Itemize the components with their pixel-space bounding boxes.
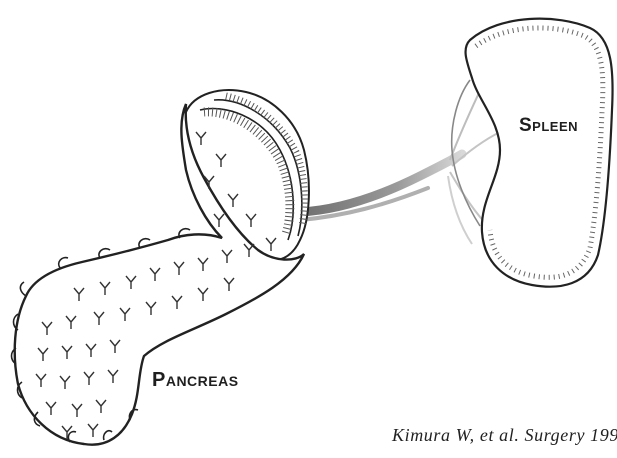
splenic-vessels xyxy=(300,82,500,244)
citation-text: Kimura W, et al. Surgery 1996 xyxy=(392,425,617,446)
spleen-label: Spleen xyxy=(519,115,578,137)
pancreas-label: Pancreas xyxy=(152,369,239,392)
spleen-organ xyxy=(452,19,613,287)
